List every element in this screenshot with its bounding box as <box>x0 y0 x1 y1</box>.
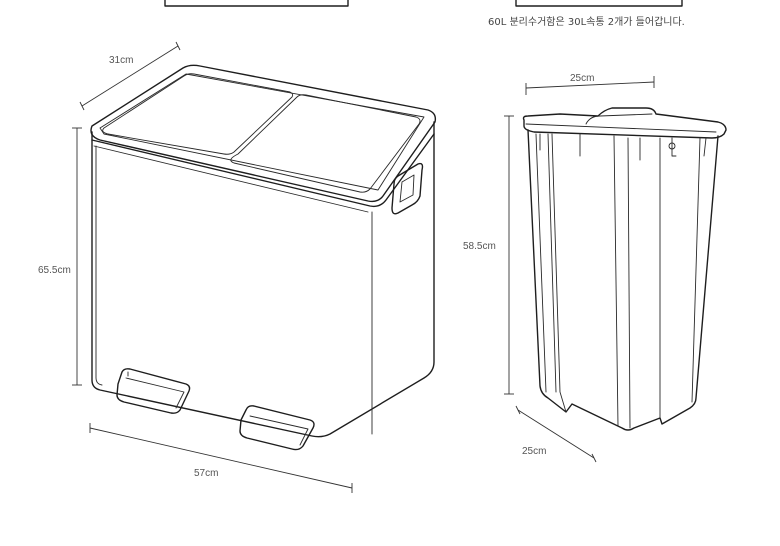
inner-bucket-illustration <box>522 107 727 431</box>
dual-recycling-bin-illustration <box>90 64 437 451</box>
bin-body <box>91 121 435 438</box>
bucket-rim <box>522 107 727 139</box>
bin-width-dimension: 57cm <box>89 423 353 493</box>
bucket-depth-label: 25cm <box>522 446 546 457</box>
bin-height-label: 65.5cm <box>38 265 71 276</box>
right-pedal <box>239 405 315 451</box>
capacity-note: 60L 분리수거함은 30L속통 2개가 들어갑니다. <box>488 16 685 28</box>
left-lid-panel <box>102 73 294 155</box>
bin-width-label: 57cm <box>194 468 218 479</box>
bucket-height-dimension: 58.5cm <box>463 115 514 395</box>
bucket-height-label: 58.5cm <box>463 241 496 252</box>
bin-height-dimension: 65.5cm <box>38 127 82 386</box>
bucket-depth-dimension: 25cm <box>515 405 597 463</box>
top-cropped-box-right <box>515 0 683 7</box>
bin-lid <box>90 64 437 203</box>
bucket-body <box>527 129 719 431</box>
bucket-width-dimension: 25cm <box>525 73 655 95</box>
bin-depth-label: 31cm <box>109 55 133 66</box>
right-lid-panel <box>230 94 421 193</box>
left-pedal <box>116 368 191 414</box>
bucket-width-label: 25cm <box>570 73 594 84</box>
side-handle <box>391 162 424 215</box>
top-cropped-box-left <box>164 0 349 7</box>
bin-depth-dimension: 31cm <box>79 41 181 111</box>
